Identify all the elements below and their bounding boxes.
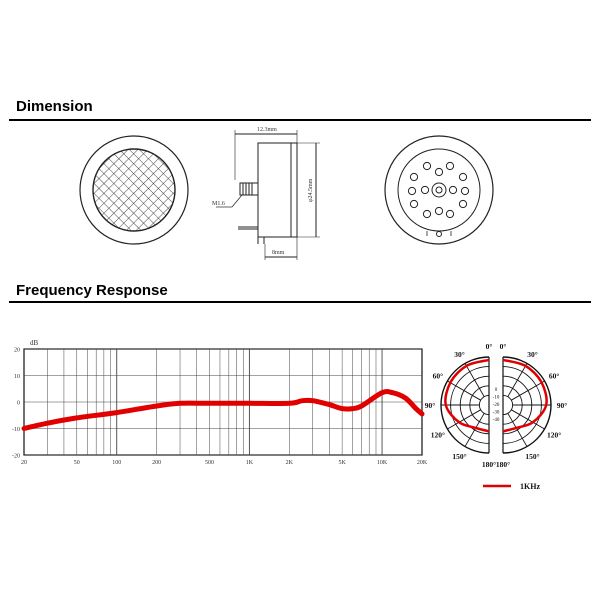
polar-curve-right (502, 358, 548, 433)
polar-spoke (447, 409, 481, 430)
frequency-response-title: Frequency Response (16, 282, 168, 299)
polar-labels: 0° 30° 60° 90° 120° 150° 180° 0° 30° 60° 90° 120° 15… (425, 342, 568, 469)
polar-spoke (464, 363, 485, 397)
polar-ring (478, 394, 490, 416)
polar-radial-label: -20 (493, 403, 500, 408)
polar-angle-label: 180° (482, 460, 496, 469)
polar-angle-label: 60° (433, 372, 444, 381)
depth-dimension-label: 8mm (272, 250, 285, 256)
polar-radial-label: -30 (493, 411, 500, 416)
polar-radial-label: -10 (493, 396, 500, 401)
x-tick-label: 5K (338, 460, 346, 466)
polar-angle-label: 30° (454, 350, 465, 359)
polar-spoke (511, 380, 545, 401)
polar-radial-label: 0 (495, 388, 498, 393)
x-tick-label: 500 (205, 460, 214, 466)
x-tick-label: 10K (377, 460, 388, 466)
polar-grid (440, 356, 552, 454)
polar-angle-label: 30° (527, 350, 538, 359)
x-tick-label: 20 (21, 460, 27, 466)
chart-grid (24, 348, 422, 456)
polar-angle-label: 150° (525, 452, 539, 461)
polar-radial-label: -40 (493, 418, 500, 423)
polar-angle-label: 90° (557, 401, 568, 410)
response-curve (21, 388, 425, 431)
polar-spoke (507, 363, 528, 397)
y-tick-label: 0 (17, 401, 20, 407)
diameter-dimension-label: φ24.5mm (308, 178, 314, 202)
legend-label: 1KHz (520, 482, 540, 491)
x-tick-label: 200 (152, 460, 161, 466)
polar-spoke (511, 409, 545, 430)
polar-angle-label: 150° (452, 452, 466, 461)
polar-angle-label: 60° (549, 372, 560, 381)
polar-curve-left (444, 358, 490, 433)
y-tick-label: 20 (14, 348, 20, 354)
length-dimension-label: 12.3mm (257, 127, 277, 133)
polar-angle-label: 0° (486, 342, 493, 351)
polar-angle-label: 120° (547, 431, 561, 440)
frequency-rule (9, 301, 591, 303)
polar-spoke (464, 413, 485, 447)
y-tick-label: -10 (12, 427, 20, 433)
back-view (384, 135, 494, 245)
polar-spoke (447, 380, 481, 401)
polar-angle-label: 0° (500, 342, 507, 351)
x-tick-label: 20K (417, 460, 428, 466)
x-tick-label: 1K (246, 460, 254, 466)
x-tick-label: 2K (286, 460, 294, 466)
y-axis-label: dB (30, 339, 39, 347)
polar-angle-label: 90° (425, 401, 436, 410)
front-view (79, 135, 189, 245)
thread-label: M1.6 (212, 201, 225, 207)
dimension-rule (9, 119, 591, 121)
side-view (216, 130, 320, 260)
polar-angle-label: 120° (431, 431, 445, 440)
dimension-title: Dimension (16, 98, 93, 115)
polar-angle-label: 180° (496, 460, 510, 469)
polar-spoke (507, 413, 528, 447)
mesh-grille (92, 148, 176, 232)
y-tick-label: -20 (12, 454, 20, 460)
y-tick-label: 10 (14, 374, 20, 380)
x-tick-label: 50 (74, 460, 80, 466)
polar-ring (502, 394, 514, 416)
x-tick-label: 100 (112, 460, 121, 466)
